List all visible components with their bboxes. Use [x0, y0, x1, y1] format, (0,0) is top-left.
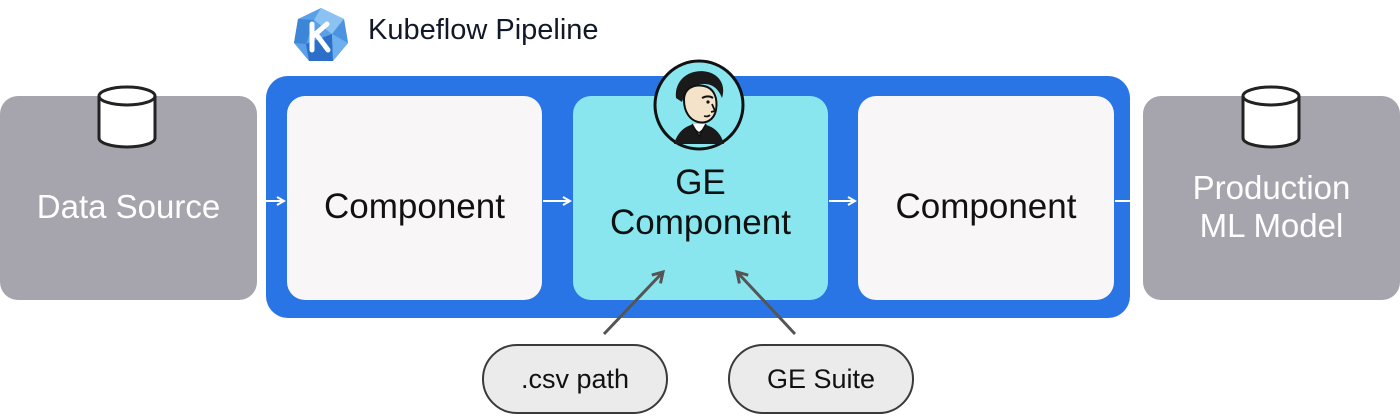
kubeflow-logo-icon [294, 8, 348, 61]
pipeline-title: Kubeflow Pipeline [368, 14, 599, 46]
database-icon [1241, 85, 1301, 149]
production-label-line-2: ML Model [1199, 207, 1344, 244]
great-expectations-avatar-icon [653, 59, 745, 151]
csv-path-label: .csv path [520, 363, 630, 394]
ge-component-label-line-1: GE [675, 163, 726, 202]
component-label-1: Component [324, 187, 505, 226]
ge-suite-label: GE Suite [766, 363, 876, 394]
component-box-2: Component [858, 96, 1114, 300]
ge-suite-input-node: GE Suite [728, 344, 914, 414]
component-label-2: Component [895, 187, 1077, 226]
component-box-1: Component [287, 96, 542, 300]
data-source-label: Data Source [36, 188, 221, 225]
production-label-line-1: Production [1192, 169, 1351, 206]
ge-component-label-line-2: Component [610, 203, 791, 242]
csv-path-input-node: .csv path [482, 344, 668, 414]
database-icon [97, 85, 157, 149]
